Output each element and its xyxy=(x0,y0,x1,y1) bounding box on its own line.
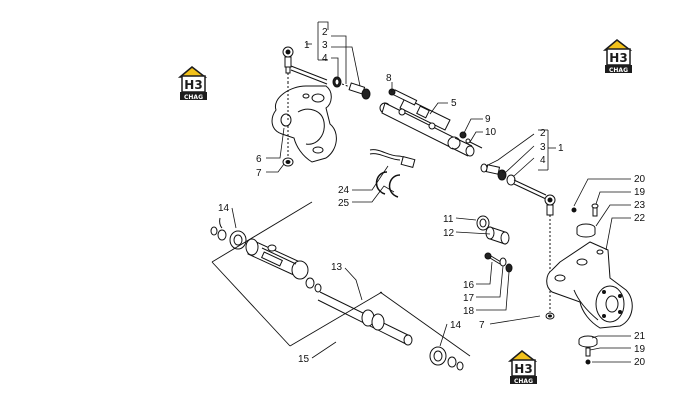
callout-4: 4 xyxy=(322,53,328,64)
callout-9: 9 xyxy=(485,114,491,125)
bushing-12 xyxy=(485,226,510,245)
left-inner-rod-parts xyxy=(290,65,371,100)
callout-14-bottom: 14 xyxy=(450,320,462,331)
callout-3: 3 xyxy=(322,40,328,51)
callout-12: 12 xyxy=(443,228,455,239)
callout-20-bottom: 20 xyxy=(634,357,646,368)
callout-13: 13 xyxy=(331,262,343,273)
steering-cylinder xyxy=(379,97,475,157)
callout-4-right: 4 xyxy=(540,155,546,166)
right-tie-rod xyxy=(480,163,556,312)
callout-labels: 2 1 3 4 8 5 9 10 6 7 2 1 3 4 20 19 23 22… xyxy=(218,27,646,368)
axle-group-outline xyxy=(211,201,471,357)
callout-5: 5 xyxy=(451,98,457,109)
callout-6: 6 xyxy=(256,154,262,165)
logo-word: CHAG xyxy=(514,378,533,385)
callout-7: 7 xyxy=(256,168,262,179)
brand-logo-right: H3 CHAG xyxy=(602,39,633,74)
cylinder-bolts-9-10 xyxy=(459,131,483,149)
callout-3-right: 3 xyxy=(540,142,546,153)
logo-mark: H3 xyxy=(514,362,532,376)
left-steering-knuckle xyxy=(271,82,337,163)
snap-rings xyxy=(375,171,401,198)
callout-15: 15 xyxy=(298,354,310,365)
leader-lines xyxy=(231,21,631,363)
washer-17 xyxy=(499,257,507,267)
callout-19-bottom: 19 xyxy=(634,344,646,355)
callout-8: 8 xyxy=(386,73,392,84)
logo-band xyxy=(510,376,537,384)
callout-23: 23 xyxy=(634,200,646,211)
kingpin-cap-bottom xyxy=(578,335,598,365)
left-knuckle-nut xyxy=(282,157,294,167)
brand-logo-bottom: H3 CHAG xyxy=(507,350,538,385)
logo-word: CHAG xyxy=(609,67,628,74)
callout-1: 1 xyxy=(304,40,310,51)
callout-18: 18 xyxy=(463,306,475,317)
callout-2: 2 xyxy=(322,27,328,38)
callout-1-right: 1 xyxy=(558,143,564,154)
logo-mark: H3 xyxy=(184,78,202,92)
logo-mark: H3 xyxy=(609,51,627,65)
logo-word: CHAG xyxy=(184,94,203,101)
callout-21: 21 xyxy=(634,331,646,342)
callout-16: 16 xyxy=(463,280,475,291)
nut-18 xyxy=(505,263,513,273)
bushing-11 xyxy=(476,215,490,231)
callout-10: 10 xyxy=(485,127,497,138)
callout-14-top: 14 xyxy=(218,203,230,214)
kingpin-cap-top xyxy=(571,203,599,238)
nut-7-right xyxy=(545,312,555,320)
brand-logo-left: H3 CHAG xyxy=(177,66,208,101)
left-tie-rod-end xyxy=(282,46,294,82)
sensor-wire xyxy=(369,149,416,169)
callout-20-top: 20 xyxy=(634,174,646,185)
callout-2-right: 2 xyxy=(540,128,546,139)
callout-24: 24 xyxy=(338,185,350,196)
bolt-16 xyxy=(484,252,502,265)
callout-25: 25 xyxy=(338,198,350,209)
axle-cylinder-assembly xyxy=(210,217,464,371)
callout-11: 11 xyxy=(443,214,454,225)
logo-band xyxy=(605,65,632,73)
logo-band xyxy=(180,92,207,100)
callout-7-right: 7 xyxy=(479,320,485,331)
right-steering-knuckle xyxy=(546,241,633,329)
callout-19-top: 19 xyxy=(634,187,646,198)
callout-17: 17 xyxy=(463,293,475,304)
callout-22: 22 xyxy=(634,213,646,224)
